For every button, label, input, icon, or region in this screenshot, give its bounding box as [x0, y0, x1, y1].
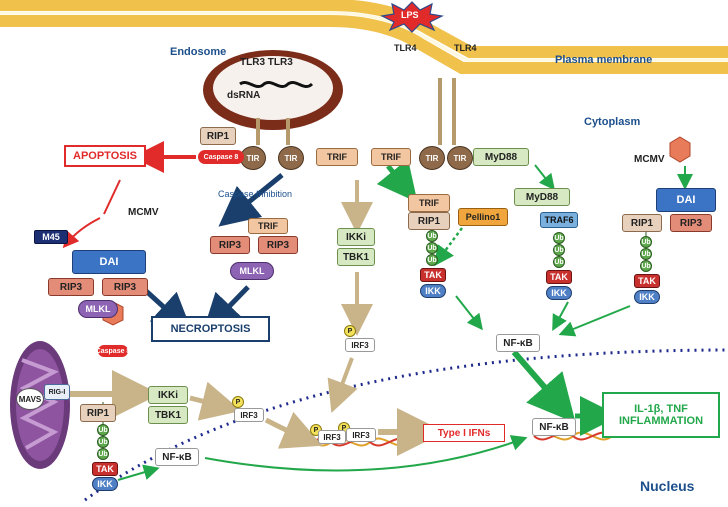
ubiquitin-badge: Ub	[97, 448, 109, 460]
pellino1-box: Pellino1	[458, 208, 508, 226]
ikk-box: IKK	[546, 286, 572, 300]
ubiquitin-badge: Ub	[553, 232, 565, 244]
plasma-membrane-label: Plasma membrane	[555, 54, 653, 66]
rip3-box: RIP3	[102, 278, 148, 296]
rip3-box: RIP3	[210, 236, 250, 254]
rig-i-box: RIG-I	[44, 384, 70, 400]
ikki-box: IKKi	[148, 386, 188, 404]
tir-domain: TIR	[447, 146, 473, 170]
phospho-badge: P	[232, 396, 244, 408]
tak-box: TAK	[420, 268, 446, 282]
trif-box: TRIF	[316, 148, 358, 166]
tir-domain: TIR	[278, 146, 304, 170]
ubiquitin-badge: Ub	[640, 236, 652, 248]
dsrna-label: dsRNA	[227, 90, 261, 101]
tak-box: TAK	[634, 274, 660, 288]
trif-box: TRIF	[371, 148, 411, 166]
ubiquitin-badge: Ub	[640, 248, 652, 260]
myd88-box: MyD88	[473, 148, 529, 166]
dai-box: DAI	[72, 250, 146, 274]
endosome-icon	[203, 50, 343, 130]
tlr4-left-label: TLR4	[394, 43, 417, 53]
trif-box: TRIF	[248, 218, 288, 234]
myd88-box: MyD88	[514, 188, 570, 206]
rip3-box: RIP3	[258, 236, 298, 254]
nucleus-label: Nucleus	[640, 478, 695, 494]
irf3-box: IRF3	[318, 430, 346, 444]
mcmv-label: MCMV	[634, 154, 665, 165]
tbk1-box: TBK1	[148, 406, 188, 424]
ubiquitin-badge: Ub	[426, 230, 438, 242]
endosome-label: Endosome	[170, 46, 227, 58]
tlr3-label: TLR3 TLR3	[240, 57, 293, 68]
inflammation-box: IL-1β, TNF INFLAMMATION	[602, 392, 720, 438]
tbk1-box: TBK1	[337, 248, 375, 266]
phospho-badge: P	[344, 325, 356, 337]
nucleus-boundary	[84, 348, 728, 502]
ubiquitin-badge: Ub	[426, 242, 438, 254]
inflammation-label: INFLAMMATION	[618, 415, 704, 427]
trif-box: TRIF	[408, 194, 450, 212]
rip1-box: RIP1	[408, 212, 450, 230]
nfkb-box: NF-κB	[155, 448, 199, 466]
mitochondrion-icon	[10, 341, 70, 469]
caspase8-box: Caspase 8	[198, 150, 244, 164]
mavs-box: MAVS	[16, 388, 44, 410]
mcmv-label: MCMV	[128, 207, 159, 218]
rip1-box: RIP1	[622, 214, 662, 232]
ubiquitin-badge: Ub	[97, 436, 109, 448]
ikk-box: IKK	[420, 284, 446, 298]
ikki-box: IKKi	[337, 228, 375, 246]
plasma-membrane	[0, 0, 728, 74]
lps-star-icon	[380, 1, 444, 33]
necroptosis-box: NECROPTOSIS	[151, 316, 270, 342]
il1b-tnf-label: IL-1β, TNF	[634, 403, 688, 415]
ubiquitin-badge: Ub	[640, 260, 652, 272]
apoptosis-box: APOPTOSIS	[64, 145, 146, 167]
rip1-box: RIP1	[200, 127, 236, 145]
mlkl-box: MLKL	[230, 262, 274, 280]
ikk-box: IKK	[92, 477, 118, 491]
tak-box: TAK	[546, 270, 572, 284]
virus-icon	[669, 136, 691, 163]
caspase-inhibition-label: Caspase Inhibition	[218, 189, 293, 199]
ubiquitin-badge: Ub	[426, 254, 438, 266]
ubiquitin-badge: Ub	[553, 244, 565, 256]
irf3-box: IRF3	[234, 408, 264, 422]
caspase8-box: Caspase 8	[96, 345, 130, 357]
ikk-box: IKK	[634, 290, 660, 304]
traf6-box: TRAF6	[540, 212, 578, 228]
irf3-box: IRF3	[346, 428, 376, 442]
dai-box: DAI	[656, 188, 716, 212]
rip1-box: RIP1	[80, 404, 116, 422]
m45-box: M45	[34, 230, 68, 244]
tak-box: TAK	[92, 462, 118, 476]
ubiquitin-badge: Ub	[97, 424, 109, 436]
tir-domain: TIR	[419, 146, 445, 170]
type1-ifns-box: Type I IFNs	[423, 424, 505, 442]
rip3-box: RIP3	[48, 278, 94, 296]
rip3-box: RIP3	[670, 214, 712, 232]
tlr4-right-label: TLR4	[454, 43, 477, 53]
lps-label: LPS	[401, 10, 419, 20]
nfkb-box: NF-κB	[496, 334, 540, 352]
cytoplasm-label: Cytoplasm	[584, 116, 641, 128]
mlkl-box: MLKL	[78, 300, 118, 318]
irf3-box: IRF3	[345, 338, 375, 352]
ubiquitin-badge: Ub	[553, 256, 565, 268]
nfkb-box: NF-κB	[532, 418, 576, 436]
